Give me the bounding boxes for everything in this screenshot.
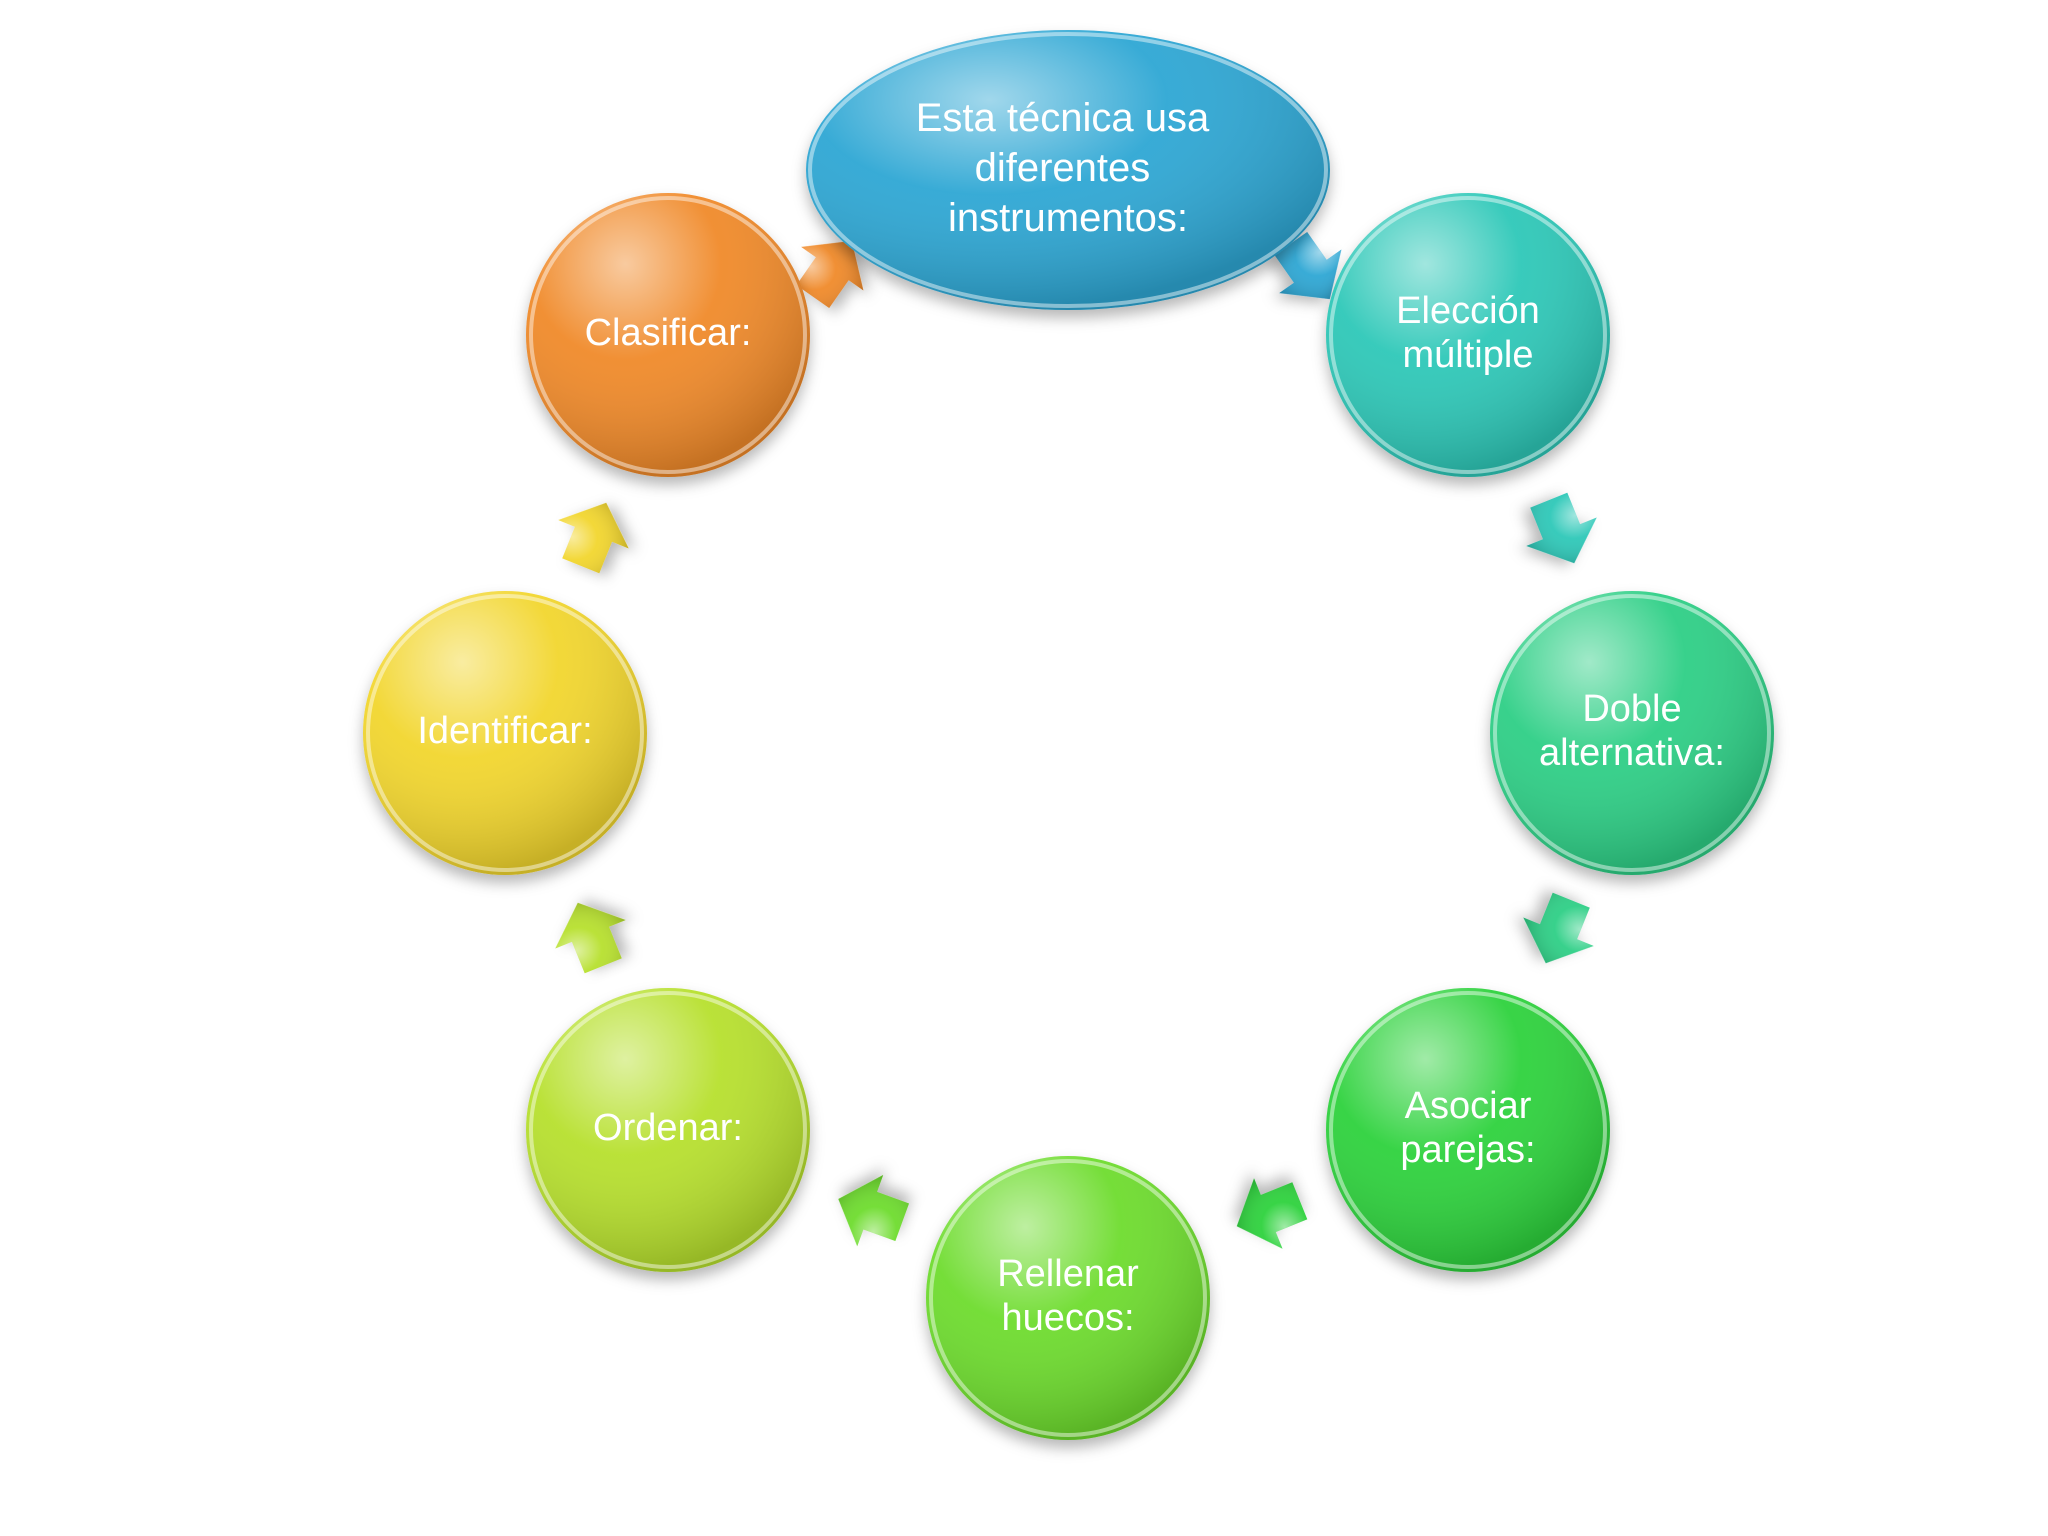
flow-arrow-icon [1526, 492, 1597, 564]
center-ellipse-gloss [806, 30, 1330, 310]
node-label: Clasificar: [585, 312, 752, 354]
node-gloss [526, 193, 810, 477]
node-label-line: alternativa: [1539, 732, 1725, 774]
node-label-line: huecos: [1001, 1297, 1134, 1339]
node-label-line: Clasificar: [585, 312, 752, 354]
flow-arrow-icon [555, 902, 626, 974]
center-ellipse-rim [808, 32, 1328, 308]
node-label: Ordenar: [593, 1107, 743, 1149]
node-rim [1329, 196, 1607, 474]
flow-arrow-icon [1523, 892, 1594, 964]
arrow-gloss [1236, 1178, 1308, 1249]
node-rim [929, 1159, 1207, 1437]
arrow-gloss [1274, 231, 1342, 300]
flow-arrow-icon [558, 502, 629, 574]
flow-arrow-icon [796, 240, 864, 309]
arrow-gloss [558, 502, 629, 574]
node-identificar: Identificar: [363, 591, 647, 875]
node-rim [1493, 594, 1771, 872]
node-gloss [526, 988, 810, 1272]
node-rim [529, 991, 807, 1269]
arrow-gloss [1526, 492, 1597, 564]
flow-arrow-icon [838, 1174, 910, 1247]
cycle-arrows [555, 231, 1597, 1249]
node-label-line: Doble [1582, 688, 1681, 730]
node-label-line: Identificar: [417, 710, 592, 752]
node-label: Identificar: [417, 710, 592, 752]
node-rim [1329, 991, 1607, 1269]
center-title: Esta técnica usa diferentes instrumentos… [916, 96, 1221, 240]
node-label-line: Asociar [1405, 1085, 1532, 1127]
node-label-line: Ordenar: [593, 1107, 743, 1149]
node-label-line: múltiple [1403, 334, 1534, 376]
node-label-line: parejas: [1400, 1129, 1535, 1171]
node-gloss [363, 591, 647, 875]
node-gloss [1490, 591, 1774, 875]
node-gloss [1326, 988, 1610, 1272]
node-rim [366, 594, 644, 872]
node-label-line: Elección [1396, 290, 1540, 332]
center-title-line: Esta técnica usa [916, 96, 1210, 140]
arrow-gloss [796, 240, 864, 309]
flow-arrow-icon [1236, 1178, 1308, 1249]
node-gloss [926, 1156, 1210, 1440]
node-clasificar: Clasificar: [526, 193, 810, 477]
node-gloss [1326, 193, 1610, 477]
arrow-gloss [555, 902, 626, 974]
arrow-gloss [838, 1174, 910, 1247]
node-rim [529, 196, 807, 474]
node-ordenar: Ordenar: [526, 988, 810, 1272]
center-title-line: instrumentos: [948, 196, 1188, 240]
node-label-line: Rellenar [997, 1253, 1139, 1295]
center-title-line: diferentes [975, 146, 1151, 190]
arrow-gloss [1523, 892, 1594, 964]
center-node: Esta técnica usa diferentes instrumentos… [806, 30, 1330, 310]
flow-arrow-icon [1274, 231, 1342, 300]
